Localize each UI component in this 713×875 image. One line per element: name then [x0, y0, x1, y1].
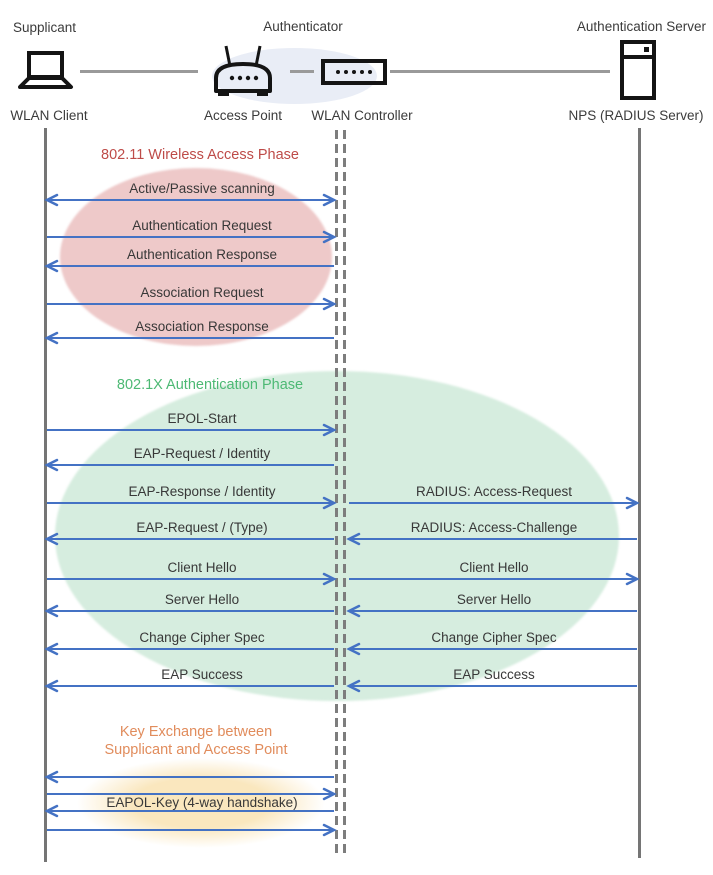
lifeline-wlan-client	[44, 128, 47, 862]
message-label: Authentication Response	[126, 247, 278, 262]
message-label: Association Response	[135, 319, 269, 334]
connector-ap-controller	[290, 70, 314, 73]
message-label: Authentication Request	[132, 218, 272, 233]
wlan-controller-icon	[321, 59, 387, 85]
message-label: RADIUS: Access-Request	[415, 484, 573, 499]
message-label: Change Cipher Spec	[139, 630, 265, 645]
connector-client-ap	[80, 70, 198, 73]
role-authenticator: Authenticator	[263, 19, 343, 34]
connector-controller-server	[390, 70, 610, 73]
authentication-phase-title: 802.1X Authentication Phase	[116, 377, 304, 393]
message-label: EAP-Request / (Type)	[136, 520, 268, 535]
device-wlan-client: WLAN Client	[10, 108, 88, 123]
device-nps-radius-server: NPS (RADIUS Server)	[568, 108, 704, 123]
message-label: Client Hello	[167, 560, 237, 575]
message-label: Server Hello	[456, 592, 532, 607]
key-exchange-phase-ellipse	[77, 758, 325, 848]
role-supplicant: Supplicant	[13, 20, 77, 35]
message-label: Association Request	[140, 285, 264, 300]
message-label: Change Cipher Spec	[431, 630, 557, 645]
message-label: EPOL-Start	[167, 411, 237, 426]
device-access-point: Access Point	[203, 108, 283, 123]
lifeline-wlan-controller-left	[335, 130, 338, 856]
lifeline-wlan-controller-right	[343, 130, 346, 856]
key-exchange-phase-title-line2: Supplicant and Access Point	[104, 742, 288, 758]
wireless-access-phase-ellipse	[60, 168, 332, 346]
access-point-icon	[214, 45, 272, 96]
message-label: EAPOL-Key (4-way handshake)	[106, 795, 298, 810]
key-exchange-phase-title-line1: Key Exchange between	[119, 724, 273, 740]
message-label: RADIUS: Access-Challenge	[410, 520, 578, 535]
message-label: Server Hello	[164, 592, 240, 607]
message-label: Active/Passive scanning	[129, 181, 275, 196]
lifeline-nps-server	[638, 128, 641, 858]
message-label: Client Hello	[459, 560, 529, 575]
message-label: EAP-Response / Identity	[128, 484, 276, 499]
laptop-icon	[18, 51, 73, 89]
device-wlan-controller: WLAN Controller	[311, 108, 413, 123]
server-icon	[620, 40, 656, 100]
message-label: EAP Success	[161, 667, 243, 682]
role-authentication-server: Authentication Server	[576, 19, 706, 34]
message-label: EAP-Request / Identity	[133, 446, 271, 461]
message-label: EAP Success	[453, 667, 535, 682]
wireless-access-phase-title: 802.11 Wireless Access Phase	[101, 147, 299, 163]
